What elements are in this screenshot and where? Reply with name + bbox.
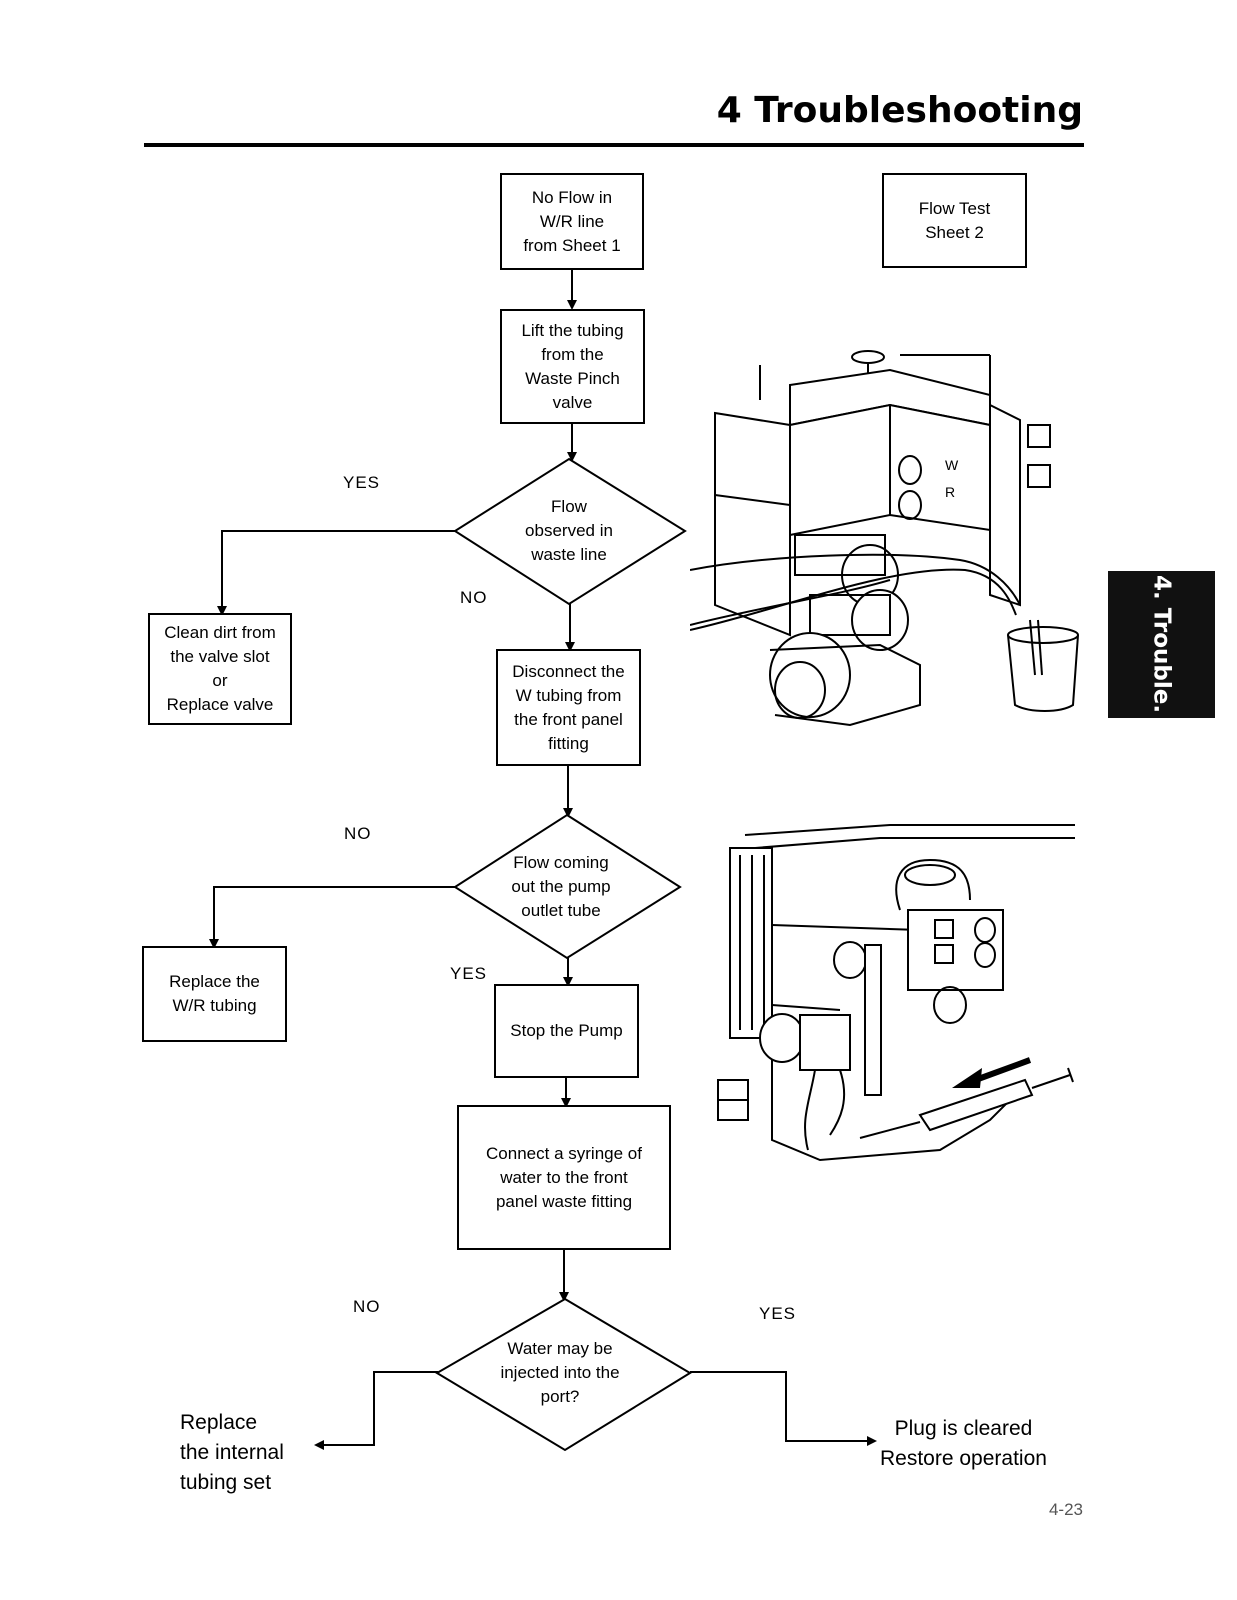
page-number: 4-23 <box>1048 1500 1083 1519</box>
start-box: No Flow in W/R line from Sheet 1 <box>500 173 644 270</box>
arrow-decision3-yes <box>690 1371 877 1446</box>
lift-tubing-box: Lift the tubing from the Waste Pinch val… <box>500 309 645 424</box>
decision-inject-text: Water may be injected into the port? <box>500 1339 620 1406</box>
end-replace-internal: Replace the internal tubing set <box>180 1411 284 1494</box>
syringe-box: Connect a syringe of water to the front … <box>457 1105 671 1250</box>
syringe-panel-illustration <box>717 824 1075 1162</box>
chapter-tab-label: 4. Trouble. <box>1148 575 1175 714</box>
yes-label-3: YES <box>759 1304 797 1323</box>
stop-pump-box: Stop the Pump <box>494 984 639 1078</box>
end-plug-cleared: Plug is cleared Restore operation <box>880 1417 1047 1470</box>
decision-flow-waste-text: Flow observed in waste line <box>525 497 613 564</box>
decision-pump-text: Flow coming out the pump outlet tube <box>511 853 611 920</box>
no-label-2: NO <box>344 824 372 843</box>
no-label-3: NO <box>353 1297 381 1316</box>
chapter-tab: 4. Trouble. <box>1108 571 1215 718</box>
clean-valve-box: Clean dirt from the valve slot or Replac… <box>148 613 292 725</box>
no-label-1: NO <box>460 588 488 607</box>
page-title: 4 Troubleshooting <box>716 90 1083 131</box>
header-rule <box>144 143 1084 147</box>
valve-r-label: R <box>945 484 955 500</box>
decision-diamond-flow-waste <box>453 457 687 606</box>
decision-diamond-inject <box>435 1297 692 1452</box>
yes-label-2: YES <box>450 964 488 983</box>
replace-wr-box: Replace the W/R tubing <box>142 946 287 1042</box>
decision-diamond-pump-outlet <box>453 813 682 960</box>
disconnect-box: Disconnect the W tubing from the front p… <box>496 649 641 766</box>
sheet-label-box: Flow Test Sheet 2 <box>882 173 1027 268</box>
arrow-decision2-no <box>209 886 456 949</box>
pinch-valve-illustration: W R <box>690 350 1079 727</box>
valve-w-label: W <box>945 457 959 473</box>
arrow-decision3-no <box>314 1371 438 1450</box>
yes-label-1: YES <box>343 473 381 492</box>
arrow-decision1-yes <box>217 530 456 616</box>
